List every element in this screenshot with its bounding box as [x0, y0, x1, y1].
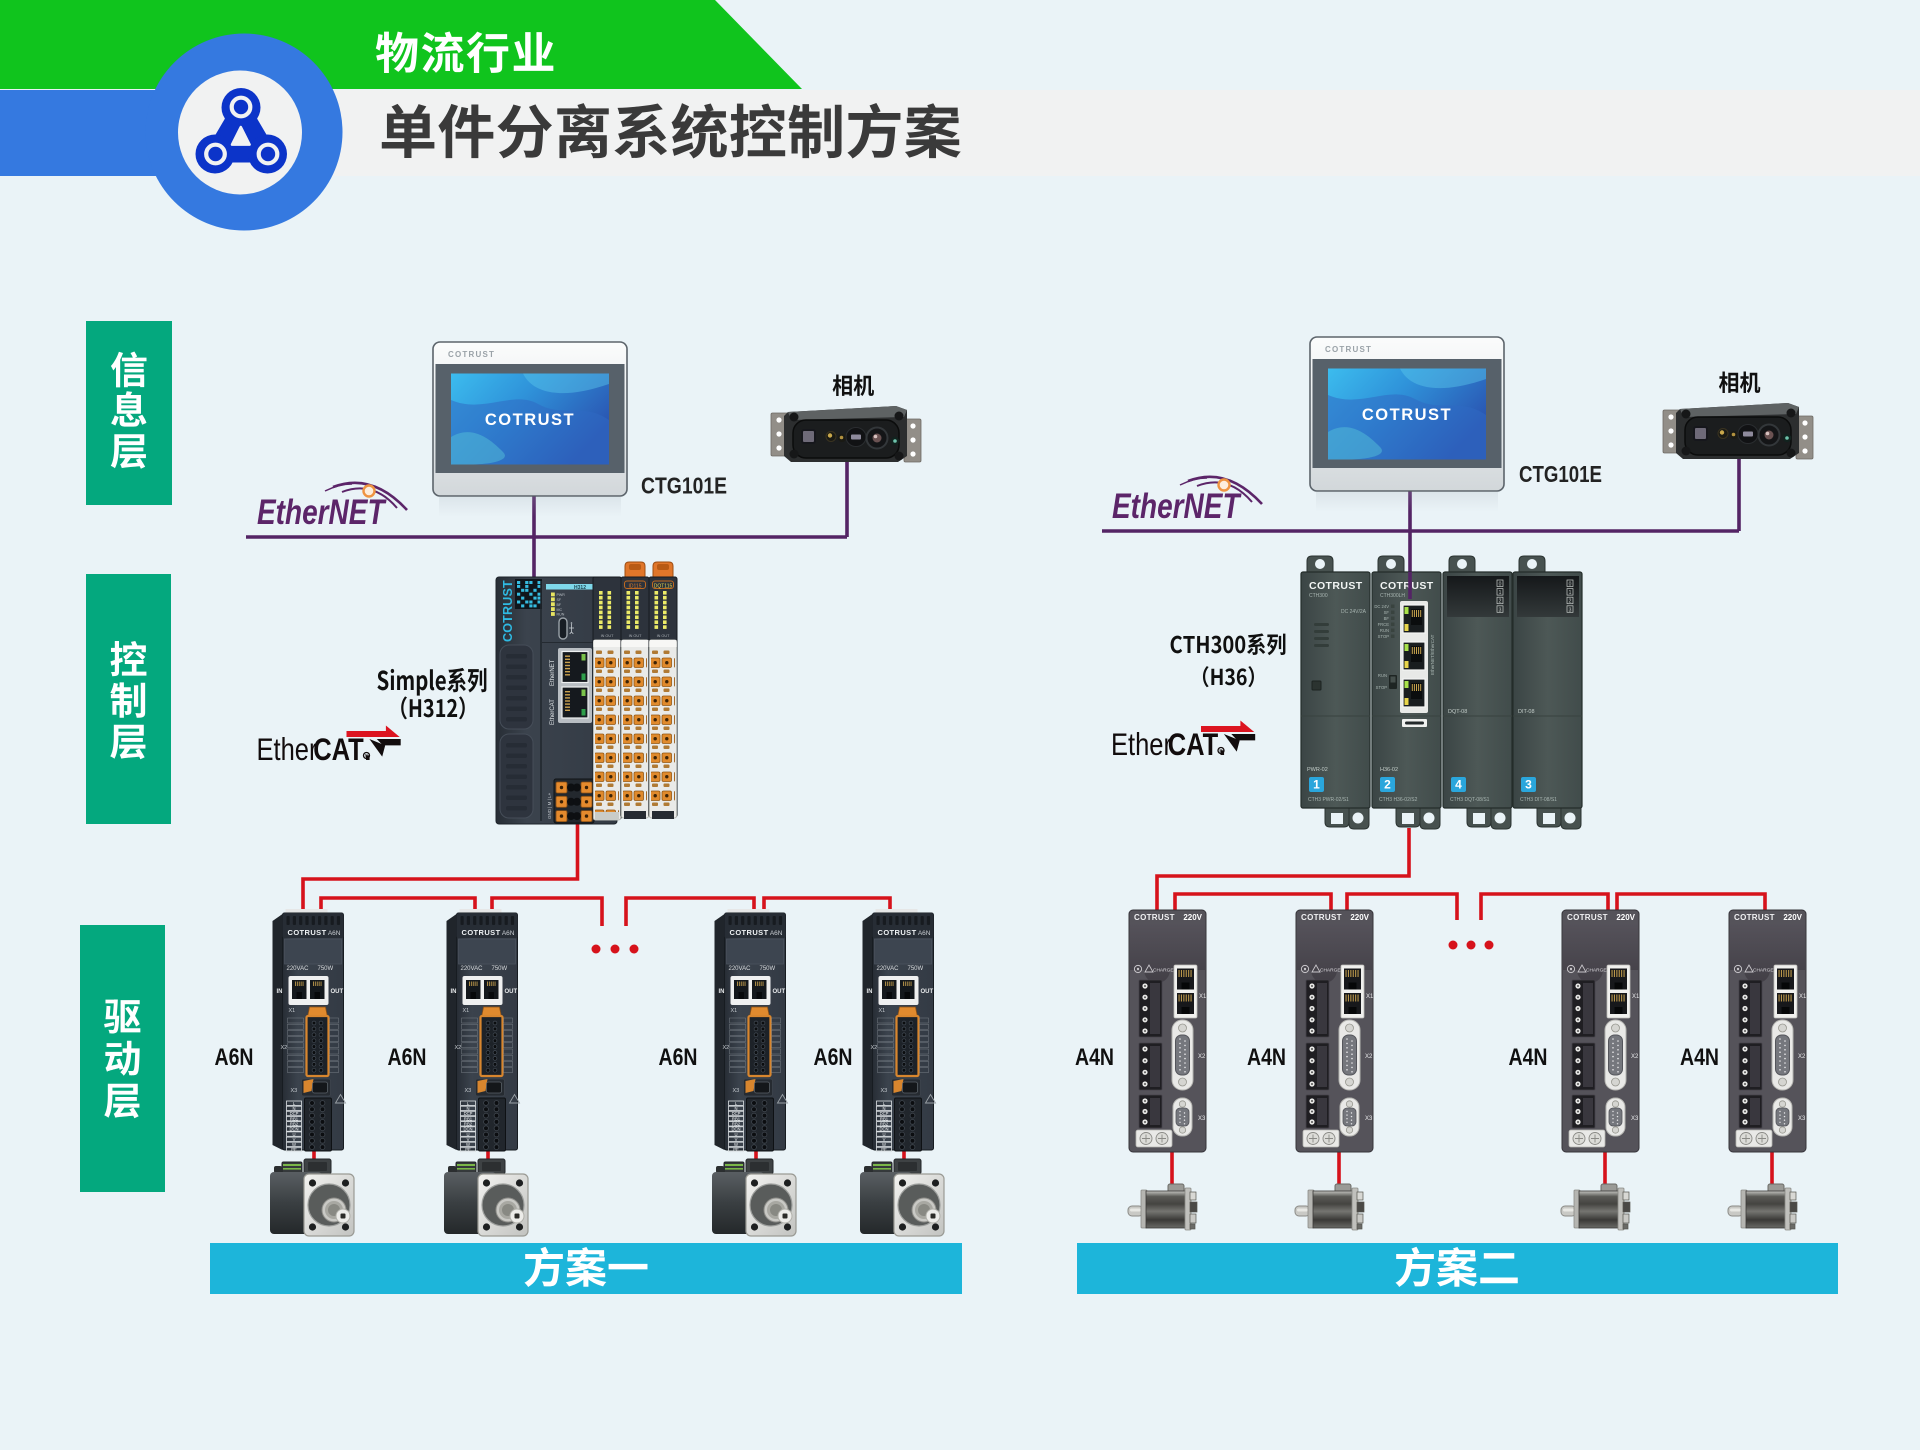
svg-text:CTG101E: CTG101E: [641, 473, 727, 499]
svg-text:.: .: [1219, 728, 1226, 763]
svg-text:A4N: A4N: [1680, 1044, 1719, 1071]
svg-text:ID115: ID115: [629, 584, 642, 590]
svg-text:CAT: CAT: [313, 733, 364, 768]
svg-text:A6N: A6N: [388, 1044, 427, 1071]
svg-text:A6N: A6N: [215, 1044, 254, 1071]
svg-text:Ether: Ether: [1111, 728, 1172, 763]
svg-text:A4N: A4N: [1247, 1044, 1286, 1071]
svg-text:EtherNET: EtherNET: [257, 492, 387, 532]
svg-text:EtherNET: EtherNET: [1112, 486, 1242, 526]
svg-text:A4N: A4N: [1509, 1044, 1548, 1071]
svg-text:Ether: Ether: [257, 733, 318, 768]
svg-text:A4N: A4N: [1075, 1044, 1114, 1071]
svg-text:CTG101E: CTG101E: [1519, 461, 1602, 487]
svg-text:DQT115: DQT115: [654, 584, 673, 590]
svg-text:R: R: [365, 753, 368, 758]
svg-text:A6N: A6N: [659, 1044, 698, 1071]
svg-text:.: .: [364, 733, 371, 768]
svg-text:R: R: [1219, 748, 1222, 753]
svg-text:A6N: A6N: [814, 1044, 853, 1071]
svg-text:CAT: CAT: [1168, 728, 1219, 763]
